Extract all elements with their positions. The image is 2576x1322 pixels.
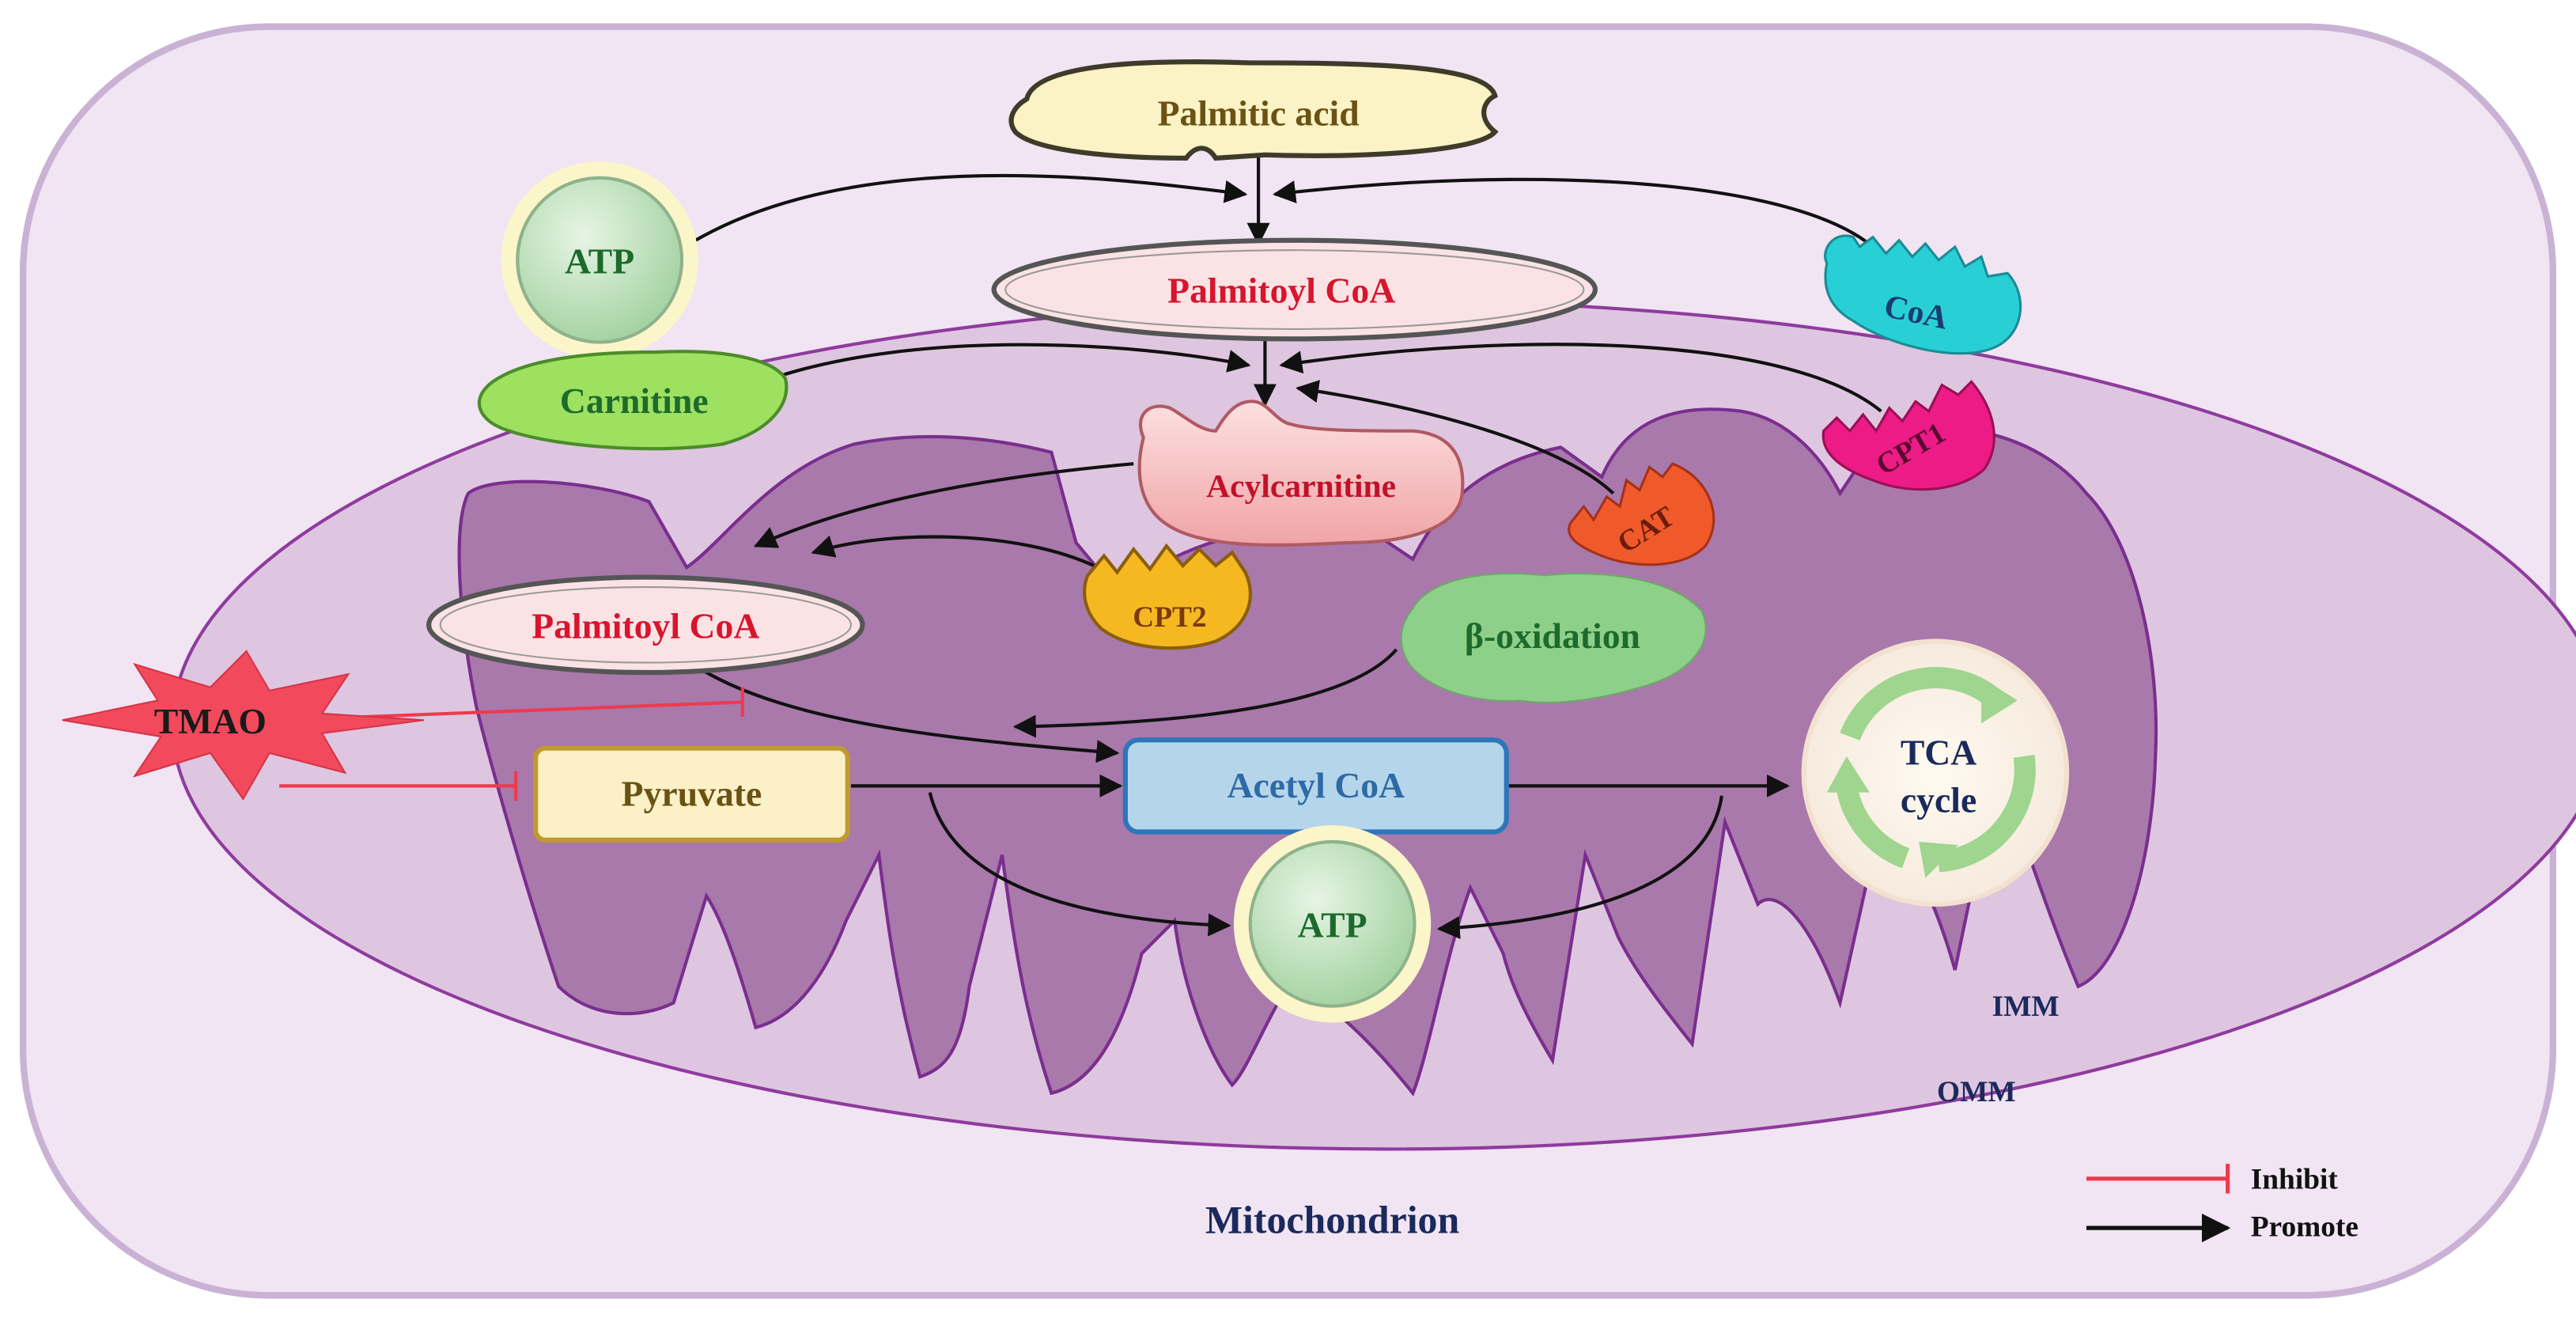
acylcarnitine-label: Acylcarnitine	[1206, 468, 1396, 504]
tca-label-line2: cycle	[1901, 780, 1976, 820]
pyruvate-label: Pyruvate	[622, 773, 762, 813]
legend-inhibit: Inhibit	[2086, 1163, 2338, 1195]
cpt1-node: CPT1	[1821, 380, 1995, 491]
arrow-cpt2-to-palmitoyl-inner	[811, 535, 1099, 569]
inhibit-tmao-to-palmitoyl	[320, 700, 743, 721]
arrow-cat-to-acylcarnitine	[1296, 380, 1615, 495]
promote-arrows	[689, 151, 1882, 940]
inhibit-lines	[279, 687, 744, 801]
palmitoyl-coa-inner-label: Palmitoyl CoA	[531, 605, 759, 646]
imm-label: IMM	[1992, 991, 2060, 1023]
palmitoyl-coa-outer-label: Palmitoyl CoA	[1167, 271, 1395, 311]
arrow-cpt1-to-acylcarnitine	[1279, 343, 1882, 413]
palmitoyl-coa-inner-node: Palmitoyl CoA	[426, 574, 865, 676]
atp-top-node: ATP	[501, 161, 698, 359]
beta-oxidation-node: β-oxidation	[1400, 573, 1707, 704]
beta-oxidation-label: β-oxidation	[1465, 616, 1640, 656]
pyruvate-node: Pyruvate	[533, 745, 850, 843]
acetyl-coa-node: Acetyl CoA	[1122, 737, 1509, 835]
arrow-pyruvate-branch-to-atp	[928, 792, 1231, 937]
atp-bottom-label: ATP	[1298, 904, 1367, 945]
tmao-label: TMAO	[154, 701, 267, 741]
palmitic-acid-label: Palmitic acid	[1158, 93, 1360, 133]
diagram-title: Mitochondrion	[1205, 1198, 1459, 1241]
cpt2-node: CPT2	[1083, 543, 1252, 650]
omm-label: OMM	[1937, 1076, 2016, 1108]
arrow-acylcarnitine-to-palmitoyl-inner	[753, 462, 1134, 548]
cat-node: CAT	[1568, 462, 1715, 566]
tca-cycle-node: TCA cycle	[1801, 638, 2070, 907]
arrow-coa-to-palmitoyl	[1272, 177, 1874, 248]
palmitic-acid-node: Palmitic acid	[1008, 59, 1499, 161]
tca-label-line1: TCA	[1901, 732, 1976, 772]
arrow-beta-oxidation-to-acetyl	[1012, 648, 1398, 738]
palmitoyl-coa-outer-node: Palmitoyl CoA	[991, 237, 1598, 342]
carnitine-label: Carnitine	[560, 381, 709, 421]
inhibit-symbol-icon	[2086, 1164, 2230, 1194]
arrow-palmitoyl-to-acetyl	[697, 666, 1120, 763]
legend-inhibit-label: Inhibit	[2251, 1163, 2339, 1195]
arrow-atp-to-palmitoyl	[689, 173, 1248, 245]
atp-top-label: ATP	[565, 241, 634, 281]
arrow-carnitine-to-acylcarnitine	[771, 343, 1251, 381]
cpt2-label: CPT2	[1133, 601, 1206, 634]
cycle-arrows-icon	[1836, 667, 2036, 873]
arrow-acetyl-branch-to-atp	[1436, 795, 1723, 940]
acylcarnitine-node: Acylcarnitine	[1137, 400, 1465, 547]
atp-bottom-node: ATP	[1233, 825, 1432, 1023]
legend-promote: Promote	[2086, 1211, 2358, 1244]
legend: Inhibit Promote	[2086, 1163, 2358, 1244]
coa-node: CoA	[1824, 234, 2022, 355]
legend-promote-label: Promote	[2251, 1211, 2358, 1244]
tmao-node: TMAO	[62, 650, 425, 801]
carnitine-node: Carnitine	[477, 350, 789, 451]
acetyl-coa-label: Acetyl CoA	[1227, 765, 1405, 805]
